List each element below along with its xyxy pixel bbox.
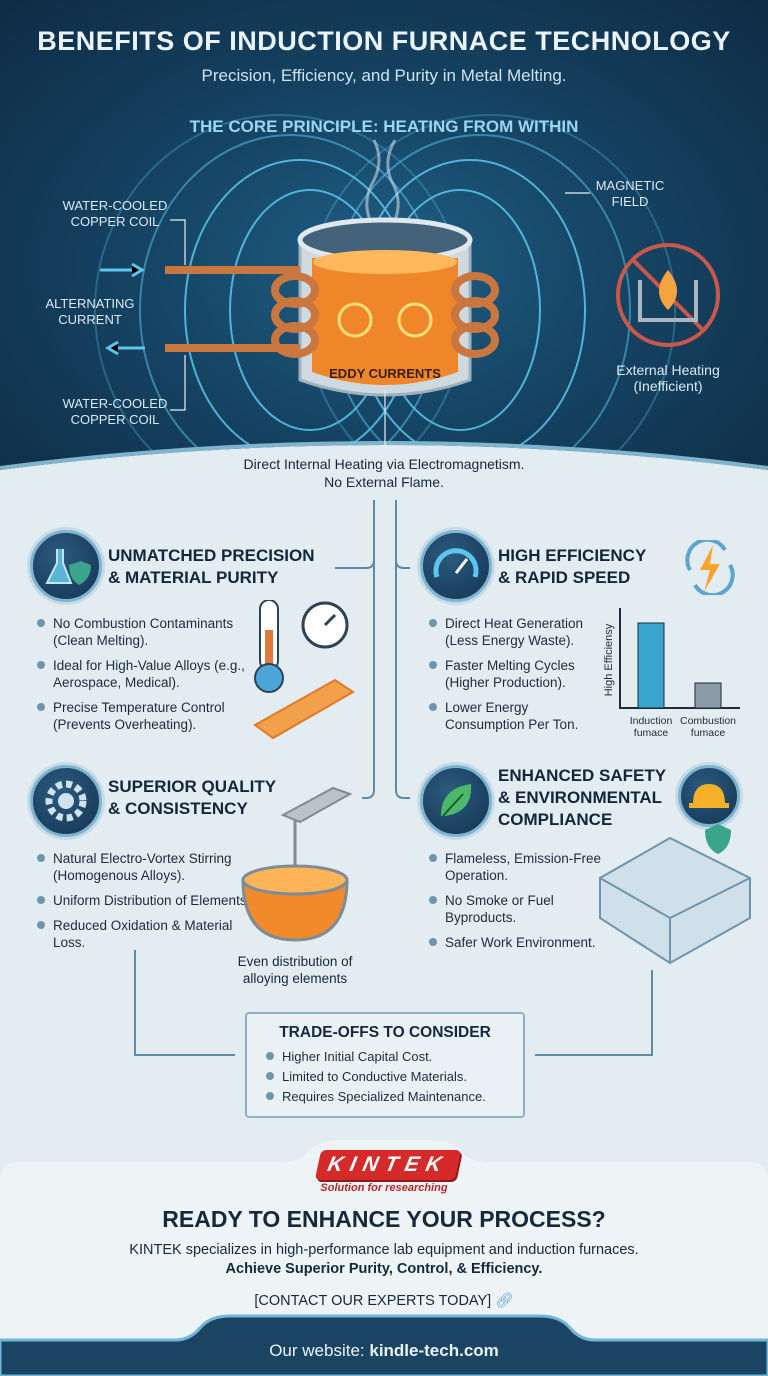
current-arrow-icon xyxy=(100,262,145,356)
list-item: Ideal for High-Value Alloys (e.g., Aeros… xyxy=(37,657,260,691)
cta-emphasis: Achieve Superior Purity, Control, & Effi… xyxy=(225,1261,543,1277)
list-item: Lower Energy Consumption Per Ton. xyxy=(429,699,602,733)
list-item: Requires Specialized Maintenance. xyxy=(266,1088,523,1105)
steam-icon xyxy=(365,139,400,221)
bar-1 xyxy=(694,682,722,709)
list-item: Higher Initial Capital Cost. xyxy=(266,1048,523,1065)
cta-background xyxy=(0,1140,768,1376)
connector-lines xyxy=(134,500,653,1056)
link-icon: 🔗︎ xyxy=(495,1293,514,1309)
metal-ingot-icon xyxy=(280,786,353,824)
tradeoffs-title: TRADE-OFFS TO CONSIDER xyxy=(279,1024,491,1041)
stirring-crucible-icon xyxy=(241,820,349,942)
flask-shield-icon xyxy=(30,530,102,602)
list-item: Limited to Conductive Materials. xyxy=(266,1068,523,1085)
field-label: MAGNETIC FIELD xyxy=(595,178,665,209)
eddy-label: EDDY CURRENTS xyxy=(329,366,441,381)
leader-lines xyxy=(170,192,590,447)
list-item: Direct Heat Generation (Less Energy Wast… xyxy=(429,615,602,649)
safety-bullets: Flameless, Emission-Free Operation. No S… xyxy=(429,850,602,959)
tradeoffs-list: Higher Initial Capital Cost. Limited to … xyxy=(266,1048,523,1105)
card-title-quality: SUPERIOR QUALITY & CONSISTENCY xyxy=(108,777,277,818)
hard-hat-icon xyxy=(678,765,740,827)
list-item: Safer Work Environment. xyxy=(429,934,602,951)
tradeoffs-box: TRADE-OFFS TO CONSIDER Higher Initial Ca… xyxy=(245,1012,525,1118)
principle-title: THE CORE PRINCIPLE: HEATING FROM WITHIN xyxy=(189,117,579,136)
category-label: Induction xyxy=(630,715,673,727)
no-flame-icon xyxy=(616,243,720,347)
stirring-caption: Even distribution of alloying elements xyxy=(237,954,353,986)
category-label: fumace xyxy=(691,727,726,739)
y-axis-label: High Efficiensy xyxy=(603,623,615,696)
page-subtitle: Precision, Efficiency, and Purity in Met… xyxy=(201,66,567,85)
list-item: Faster Melting Cycles (Higher Production… xyxy=(429,657,602,691)
current-label: ALTERNATING CURRENT xyxy=(45,296,135,327)
quality-bullets: Natural Electro-Vortex Stirring (Homogen… xyxy=(37,850,255,959)
principle-caption: Direct Internal Heating via Electromagne… xyxy=(243,456,525,490)
crucible-icon xyxy=(297,217,473,397)
lightning-refresh-icon xyxy=(685,540,735,595)
precision-bullets: No Combustion Contaminants (Clean Meltin… xyxy=(37,615,260,741)
footer-website: Our website: kindle-tech.com xyxy=(0,1341,768,1361)
kintek-tagline: Solution for researching xyxy=(320,1182,448,1194)
induction-diagram xyxy=(0,114,768,480)
principle-section: BENEFITS OF INDUCTION FURNACE TECHNOLOGY… xyxy=(0,0,768,480)
clean-lab-icon xyxy=(599,824,751,965)
list-item: Precise Temperature Control (Prevents Ov… xyxy=(37,699,260,733)
coil-label-top: WATER-COOLED COPPER COIL xyxy=(62,198,168,229)
card-title-efficiency: HIGH EFFICIENCY & RAPID SPEED xyxy=(498,546,647,587)
eddy-current-icon xyxy=(337,302,433,338)
website-link[interactable]: kindle-tech.com xyxy=(369,1341,499,1360)
list-item: Flameless, Emission-Free Operation. xyxy=(429,850,602,884)
list-item: Natural Electro-Vortex Stirring (Homogen… xyxy=(37,850,255,884)
efficiency-chart: High Efficiensy InductionfumaceCombustio… xyxy=(603,608,740,739)
list-item: No Smoke or Fuel Byproducts. xyxy=(429,892,602,926)
gauge-icon xyxy=(420,530,492,602)
footer-label: Our website: xyxy=(269,1341,370,1360)
category-label: fumace xyxy=(634,727,669,739)
card-title-safety: ENHANCED SAFETY & ENVIRONMENTAL COMPLIAN… xyxy=(498,766,667,829)
cta-heading: READY TO ENHANCE YOUR PROCESS? xyxy=(162,1206,606,1232)
card-title-precision: UNMATCHED PRECISION & MATERIAL PURITY xyxy=(108,546,315,587)
thermometer-gauge-ingot-icon xyxy=(253,600,355,740)
list-item: Reduced Oxidation & Material Loss. xyxy=(37,917,255,951)
category-label: Combustion xyxy=(680,715,736,727)
gear-icon xyxy=(30,765,102,837)
copper-coil-icon xyxy=(165,266,499,358)
page-title: BENEFITS OF INDUCTION FURNACE TECHNOLOGY xyxy=(37,26,731,56)
list-item: No Combustion Contaminants (Clean Meltin… xyxy=(37,615,260,649)
efficiency-bullets: Direct Heat Generation (Less Energy Wast… xyxy=(429,615,602,741)
cta-body: KINTEK specializes in high-performance l… xyxy=(129,1242,639,1258)
list-item: Uniform Distribution of Elements. xyxy=(37,892,255,909)
bar-0 xyxy=(637,622,665,709)
contact-link[interactable]: [CONTACT OUR EXPERTS TODAY] 🔗︎ xyxy=(0,1292,768,1309)
kintek-logo: KINTEK xyxy=(314,1150,462,1180)
coil-label-bottom: WATER-COOLED COPPER COIL xyxy=(62,396,168,427)
contact-link-label[interactable]: [CONTACT OUR EXPERTS TODAY] xyxy=(254,1293,492,1309)
leaf-icon xyxy=(420,765,492,837)
external-heating-label: External Heating (Inefficient) xyxy=(616,362,720,394)
